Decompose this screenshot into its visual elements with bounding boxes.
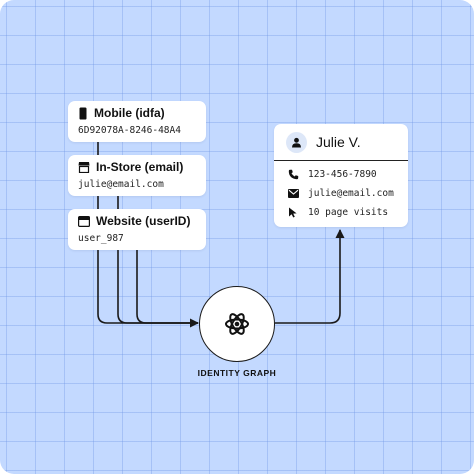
connector-mobile	[97, 140, 199, 328]
atom-icon	[223, 310, 251, 338]
source-value: 6D92078A-8246-48A4	[78, 125, 181, 136]
connector-website	[136, 250, 198, 324]
source-card-mobile: Mobile (idfa) 6D92078A-8246-48A4	[68, 101, 206, 142]
source-card-instore: In-Store (email) julie@email.com	[68, 155, 206, 196]
source-card-website: Website (userID) user_987	[68, 209, 206, 250]
mail-icon	[288, 189, 299, 198]
storefront-icon	[78, 161, 90, 173]
browser-window-icon	[78, 215, 90, 227]
source-title: In-Store (email)	[96, 160, 184, 174]
attribute-value: 123-456-7890	[308, 169, 377, 180]
identity-graph-label: IDENTITY GRAPH	[197, 368, 277, 378]
cursor-icon	[288, 207, 299, 218]
profile-card: Julie V. 123-456-7890 julie@email.com	[274, 124, 408, 227]
identity-graph-node	[199, 286, 275, 362]
attribute-value: 10 page visits	[308, 207, 389, 218]
connector-output	[275, 229, 345, 324]
source-title: Website (userID)	[96, 214, 191, 228]
profile-attribute-email: julie@email.com	[288, 188, 394, 199]
source-title-row: In-Store (email)	[78, 160, 183, 174]
source-title: Mobile (idfa)	[94, 106, 165, 120]
user-avatar-icon	[286, 131, 307, 153]
phone-icon	[288, 169, 299, 180]
smartphone-icon	[78, 107, 88, 120]
source-title-row: Mobile (idfa)	[78, 106, 165, 120]
profile-attribute-phone: 123-456-7890	[288, 169, 377, 180]
source-value: julie@email.com	[78, 179, 164, 190]
profile-header: Julie V.	[274, 124, 408, 161]
profile-attribute-visits: 10 page visits	[288, 207, 388, 218]
source-title-row: Website (userID)	[78, 214, 190, 228]
source-value: user_987	[78, 233, 124, 244]
connector-instore	[117, 196, 198, 324]
attribute-value: julie@email.com	[308, 188, 394, 199]
profile-name: Julie V.	[316, 134, 361, 150]
